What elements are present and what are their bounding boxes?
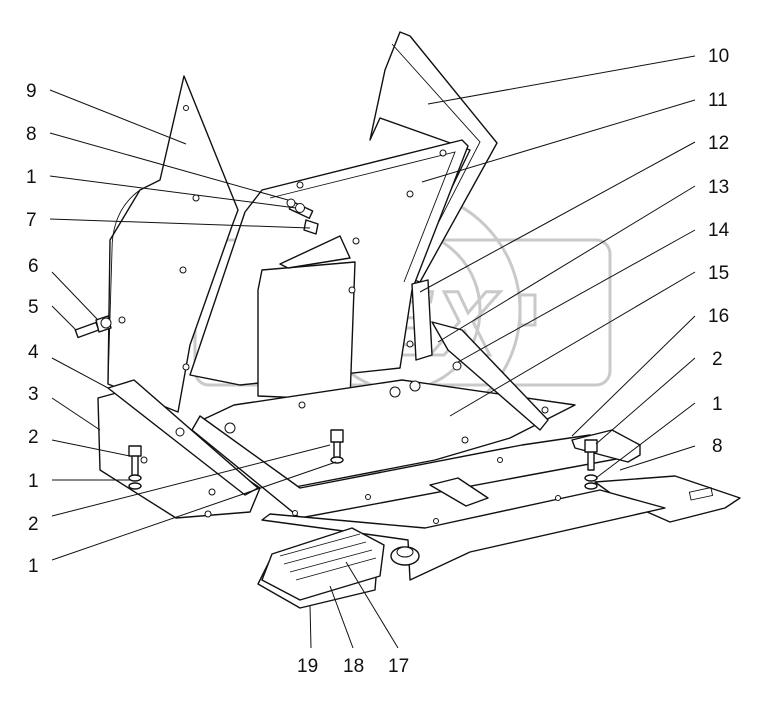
callout-16: 16 bbox=[708, 306, 729, 327]
callout-1: 1 bbox=[28, 471, 39, 492]
callout-2: 2 bbox=[712, 349, 723, 370]
leader-lines bbox=[49, 55, 696, 649]
callout-12: 12 bbox=[708, 133, 729, 154]
callout-18: 18 bbox=[343, 656, 364, 677]
callout-8: 8 bbox=[26, 124, 37, 145]
callout-10: 10 bbox=[708, 46, 729, 67]
callout-9: 9 bbox=[26, 81, 37, 102]
bolt-5-6 bbox=[74, 315, 112, 339]
callout-7: 7 bbox=[26, 210, 37, 231]
inner-face-panel bbox=[257, 235, 356, 401]
callout-15: 15 bbox=[708, 263, 729, 284]
callout-8: 8 bbox=[712, 436, 723, 457]
callout-1: 1 bbox=[26, 167, 37, 188]
callout-2: 2 bbox=[28, 427, 39, 448]
fasteners bbox=[74, 198, 598, 490]
bolt-left-floor bbox=[128, 445, 142, 490]
callout-11: 11 bbox=[708, 90, 728, 111]
callout-19: 19 bbox=[297, 656, 318, 677]
callout-5: 5 bbox=[28, 297, 39, 318]
callout-1: 1 bbox=[712, 394, 723, 415]
bolt-center-floor bbox=[330, 429, 344, 464]
part-12-bracket bbox=[411, 279, 549, 431]
callout-13: 13 bbox=[708, 177, 729, 198]
callout-4: 4 bbox=[28, 342, 39, 363]
bolt-right-floor bbox=[584, 439, 598, 490]
callout-14: 14 bbox=[708, 220, 730, 241]
part-right-step-bracket bbox=[429, 429, 741, 523]
part-17-19-step-pad bbox=[257, 527, 420, 609]
callout-2: 2 bbox=[28, 514, 39, 535]
callout-1: 1 bbox=[28, 556, 39, 577]
part-stepped-strip bbox=[261, 489, 666, 581]
callout-17: 17 bbox=[388, 656, 409, 677]
callouts: 9 8 1 7 6 5 4 3 2 1 2 1 10 11 12 13 14 1… bbox=[26, 46, 730, 677]
callout-6: 6 bbox=[28, 256, 39, 277]
callout-3: 3 bbox=[28, 384, 39, 405]
